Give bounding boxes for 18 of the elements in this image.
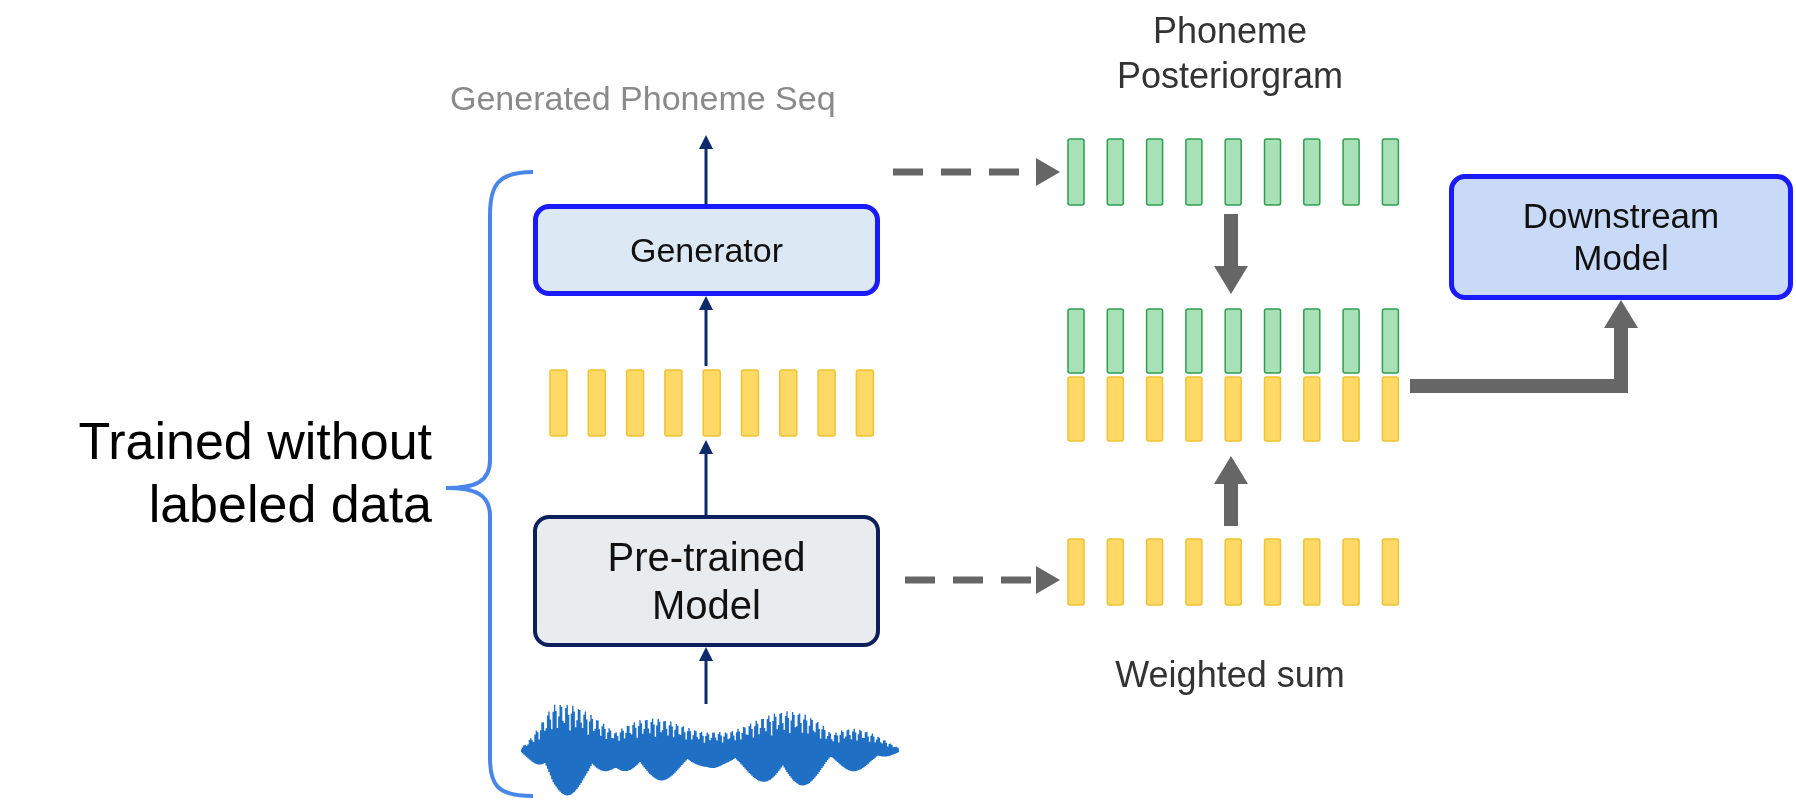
arrow [1214,214,1248,294]
node-label: Phoneme Posteriorgram [1115,9,1345,98]
arrow [1214,456,1248,526]
node-label: Weighted sum [1114,653,1346,697]
arrow [1410,300,1638,393]
annotation-text: Trained without labeled data [77,411,432,536]
arrow [699,135,713,204]
process-box [533,515,880,647]
waveform-drawing [521,704,899,796]
arrow [699,440,713,515]
box-label: Generator [628,229,785,271]
process-box [533,204,880,296]
process-box [1449,174,1793,300]
output-label: Generated Phoneme Seq [450,62,970,135]
box-label: Downstream Model [1521,195,1721,279]
arrow [699,296,713,366]
arrow [699,647,713,704]
box-label: Pre-trained Model [606,534,807,629]
